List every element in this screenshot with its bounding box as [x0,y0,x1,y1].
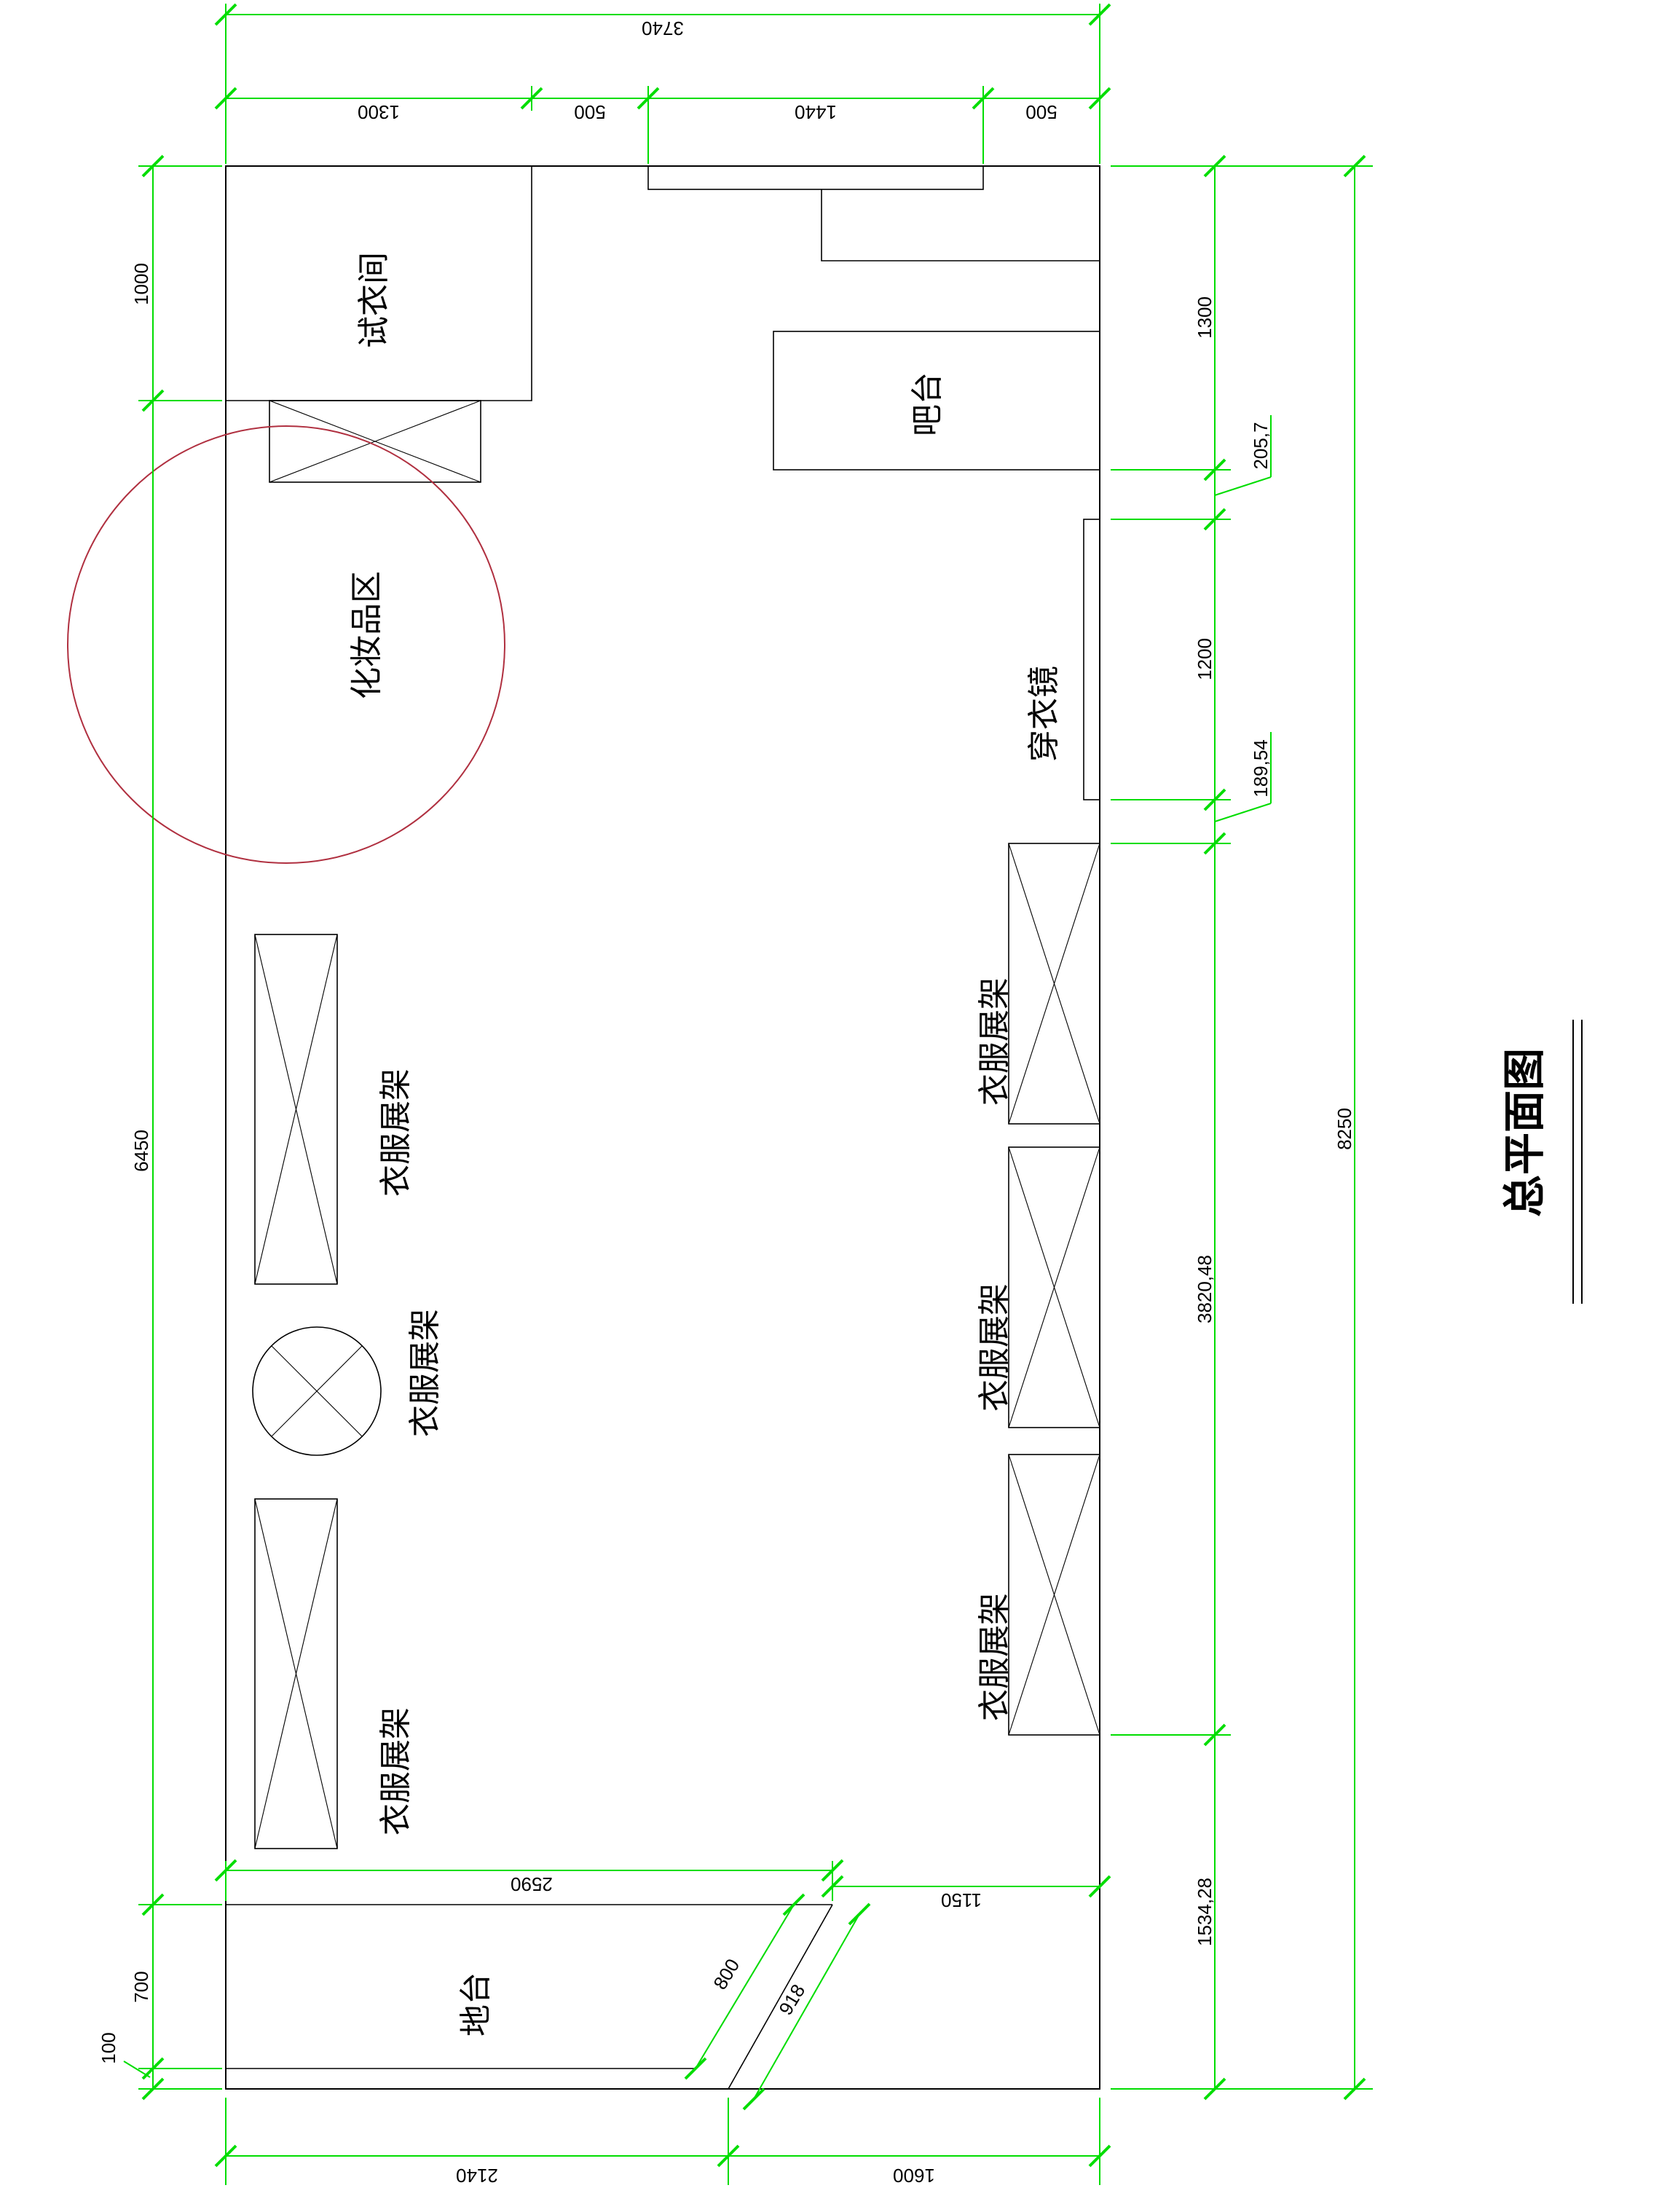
dim-top-b: 500 [574,101,605,123]
label-fitting-room: 试衣间 [355,252,393,348]
bar-counter [773,331,1100,471]
dim-top-total: 3740 [642,17,684,39]
label-platform: 地台 [457,1972,495,2036]
dim-right-f: 1534,28 [1194,1878,1216,1946]
dim-left-d: 100 [98,2032,119,2063]
rack-right-1 [1008,843,1100,1125]
mirror [1083,519,1100,800]
outer-wall [225,165,1100,2090]
dim-inner [214,1859,1111,2111]
dim-left-b: 6450 [130,1130,152,1172]
label-rack-left-2: 衣服展架 [377,1707,414,1835]
dim-top-a: 1300 [358,101,400,123]
dim-diag-800: 800 [709,1955,744,1993]
label-rack-right-1: 衣服展架 [976,977,1013,1106]
dim-left [123,154,222,2101]
label-rack-right-2: 衣服展架 [976,1283,1013,1412]
rack-left-2 [254,1498,338,1849]
dim-bottom-b: 1600 [893,2165,935,2187]
drawing-title: 总平面图 [1500,1048,1549,1217]
dim-left-a: 1000 [130,263,152,305]
label-rack-left-1: 衣服展架 [377,1068,414,1197]
dim-bottom [214,2098,1111,2185]
cabinet-box [269,400,481,483]
dim-top [214,3,1111,164]
rack-right-2 [1008,1146,1100,1428]
label-cosmetics: 化妆品区 [348,571,385,699]
dim-right-e: 3820,48 [1194,1255,1216,1323]
dim-right-b: 205,7 [1250,422,1272,469]
platform-step [728,1904,833,2090]
dim-top-c: 1440 [795,101,837,123]
dim-right-a: 1300 [1194,296,1216,339]
label-bar: 吧台 [909,372,946,436]
dim-inner-2590: 2590 [511,1873,553,1895]
rack-left-1 [254,934,338,1285]
rack-right-3 [1008,1454,1100,1736]
dim-top-d: 500 [1025,101,1057,123]
dim-left-c: 700 [130,1971,152,2002]
wall-shelf [647,165,984,190]
dim-diag-918: 918 [774,1980,809,2019]
platform-outline [226,1904,795,2069]
dim-right-total: 8250 [1334,1108,1355,1150]
label-mirror: 穿衣镜 [1025,666,1063,762]
label-rack-right-3: 衣服展架 [976,1593,1013,1721]
dim-right-c: 1200 [1194,638,1216,680]
dim-inner-1150: 1150 [941,1889,982,1911]
counter-top [821,189,1100,261]
label-rack-left-round: 衣服展架 [406,1309,444,1437]
dim-right [1111,154,1373,2101]
dim-bottom-a: 2140 [456,2165,498,2187]
dim-right-d: 189,54 [1250,739,1272,798]
rack-left-round [252,1326,382,1456]
marker-circle [67,425,505,864]
